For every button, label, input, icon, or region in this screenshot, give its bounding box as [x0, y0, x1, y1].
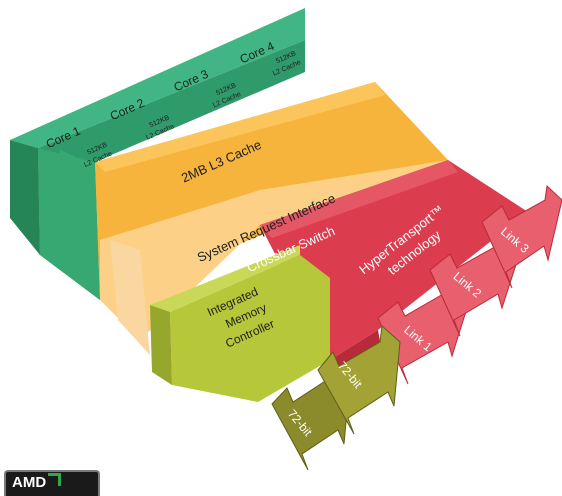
orange-block-top: [95, 82, 385, 172]
lime-block-top: [150, 245, 300, 312]
amd-arrow-icon: [48, 473, 62, 486]
orange-block-face: [110, 240, 150, 355]
lime-block-side: [150, 305, 172, 385]
memory-controller-block: [150, 245, 330, 402]
crossbar-block: [95, 82, 448, 355]
green-block-top: [10, 8, 305, 148]
amd-logo-text: AMD: [12, 474, 47, 491]
link-3-arrow[interactable]: [481, 184, 562, 289]
red-block-top: [260, 160, 458, 238]
core-cache-block: [10, 8, 305, 300]
lime-block-front: [170, 255, 330, 402]
amd-logo: AMD: [4, 470, 100, 496]
link-arrows: [377, 184, 562, 385]
green-block-face: [38, 148, 100, 300]
memory-bus-2-arrow[interactable]: [317, 324, 401, 435]
green-block-left: [10, 140, 40, 255]
memory-bus-arrows: [271, 324, 401, 471]
